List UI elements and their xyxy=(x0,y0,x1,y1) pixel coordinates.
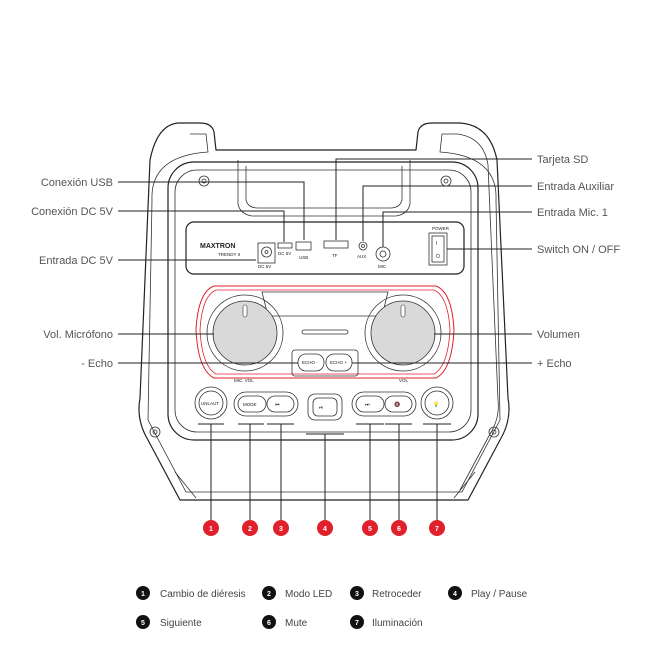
dc-input-port[interactable] xyxy=(257,242,276,264)
callout-lines xyxy=(118,158,532,520)
callouts-right: Tarjeta SD Entrada Auxiliar Entrada Mic.… xyxy=(537,154,620,370)
switch-on-mark: I xyxy=(436,241,437,247)
usb-label: USB xyxy=(299,255,308,260)
callout-dc-out: Conexión DC 5V xyxy=(31,206,114,218)
button-row: UNLAUT MODE ⏮ ⏯ ⏭ 🔇 💡 xyxy=(194,386,454,421)
svg-text:Siguiente: Siguiente xyxy=(160,618,202,629)
power-label: POWER xyxy=(432,226,450,231)
light-icon: 💡 xyxy=(433,401,439,408)
callout-sd: Tarjeta SD xyxy=(537,154,588,166)
svg-text:5: 5 xyxy=(141,620,145,627)
model-name: TRENDY II xyxy=(218,252,240,257)
legend-item-3: 3 Retroceder xyxy=(350,586,422,600)
brand-logo: MAXTRON xyxy=(200,243,235,250)
number-badges: 1 2 3 4 5 6 7 xyxy=(203,520,445,536)
svg-text:Play / Pause: Play / Pause xyxy=(471,589,528,600)
legend: 1 Cambio de diéresis 2 Modo LED 3 Retroc… xyxy=(136,586,528,629)
svg-text:3: 3 xyxy=(279,526,283,533)
next-icon: ⏭ xyxy=(365,402,370,408)
badge-5 xyxy=(362,520,378,536)
badge-1 xyxy=(203,520,219,536)
badge-2 xyxy=(242,520,258,536)
svg-text:7: 7 xyxy=(355,620,359,627)
callout-aux: Entrada Auxiliar xyxy=(537,181,614,193)
knob-area: MIC. VOL VOL ECHO - ECHO + xyxy=(195,285,455,383)
badge-7 xyxy=(429,520,445,536)
connector-panel: MAXTRON TRENDY II DC 5V DC 5V USB TF AUX… xyxy=(185,221,465,275)
tf-slot[interactable] xyxy=(323,240,349,249)
mic-volume-knob[interactable] xyxy=(212,300,278,366)
svg-text:Iluminación: Iluminación xyxy=(372,618,423,629)
svg-text:7: 7 xyxy=(435,526,439,533)
play-pause-button[interactable] xyxy=(312,397,338,417)
callout-switch: Switch ON / OFF xyxy=(537,244,620,256)
badge-3 xyxy=(273,520,289,536)
legend-item-2: 2 Modo LED xyxy=(262,586,332,600)
unmute-button[interactable] xyxy=(198,390,224,416)
previous-button[interactable] xyxy=(266,395,295,413)
mic-jack[interactable] xyxy=(375,246,391,262)
legend-item-1: 1 Cambio de diéresis xyxy=(136,586,246,600)
svg-text:3: 3 xyxy=(355,591,359,598)
speaker-body xyxy=(138,122,510,501)
volume-knob[interactable] xyxy=(370,300,436,366)
mic-label: MIC xyxy=(378,264,387,269)
volume-label: VOL xyxy=(399,378,409,383)
dc-output-label: DC 5V xyxy=(278,251,291,256)
previous-icon: ⏮ xyxy=(275,402,280,408)
tf-label: TF xyxy=(332,253,338,258)
dc-input-label: DC 5V xyxy=(258,264,271,269)
mute-button[interactable] xyxy=(384,395,413,413)
callout-mic-volume: Vol. Micrófono xyxy=(43,329,113,341)
callout-usb: Conexión USB xyxy=(41,177,113,189)
aux-jack[interactable] xyxy=(358,241,368,251)
svg-text:2: 2 xyxy=(248,526,252,533)
svg-text:6: 6 xyxy=(397,526,401,533)
svg-text:Cambio de diéresis: Cambio de diéresis xyxy=(160,589,246,600)
svg-text:Mute: Mute xyxy=(285,618,308,629)
svg-text:1: 1 xyxy=(141,591,145,598)
unmute-label: UNLAUT xyxy=(201,401,219,406)
svg-text:5: 5 xyxy=(368,526,372,533)
light-button[interactable] xyxy=(424,390,450,416)
play-pause-icon: ⏯ xyxy=(319,405,323,411)
svg-text:Modo LED: Modo LED xyxy=(285,589,332,600)
svg-text:4: 4 xyxy=(323,526,327,533)
aux-label: AUX xyxy=(357,254,366,259)
mic-volume-label: MIC. VOL xyxy=(234,378,254,383)
mute-icon: 🔇 xyxy=(394,401,400,408)
callout-volume: Volumen xyxy=(537,329,580,341)
svg-text:6: 6 xyxy=(267,620,271,627)
mode-button[interactable] xyxy=(237,395,267,413)
switch-off-mark: O xyxy=(436,254,440,260)
dc-output-port[interactable] xyxy=(277,242,293,249)
callout-mic1: Entrada Mic. 1 xyxy=(537,207,608,219)
legend-item-6: 6 Mute xyxy=(262,615,308,629)
legend-item-5: 5 Siguiente xyxy=(136,615,202,629)
callout-echo-minus: - Echo xyxy=(81,358,113,370)
mode-label: MODE xyxy=(243,402,257,407)
legend-item-4: 4 Play / Pause xyxy=(448,586,528,600)
echo-minus-label: ECHO - xyxy=(302,360,318,365)
svg-text:1: 1 xyxy=(209,526,213,533)
svg-text:2: 2 xyxy=(267,591,271,598)
badge-6 xyxy=(391,520,407,536)
usb-port[interactable] xyxy=(295,241,312,251)
svg-text:Retroceder: Retroceder xyxy=(372,589,422,600)
callout-dc-in: Entrada DC 5V xyxy=(39,255,114,267)
callouts-left: Conexión USB Conexión DC 5V Entrada DC 5… xyxy=(31,177,114,370)
legend-item-7: 7 Iluminación xyxy=(350,615,423,629)
callout-echo-plus: + Echo xyxy=(537,358,572,370)
svg-text:4: 4 xyxy=(453,591,457,598)
badge-4 xyxy=(317,520,333,536)
echo-plus-label: ECHO + xyxy=(330,360,347,365)
next-button[interactable] xyxy=(355,395,385,413)
